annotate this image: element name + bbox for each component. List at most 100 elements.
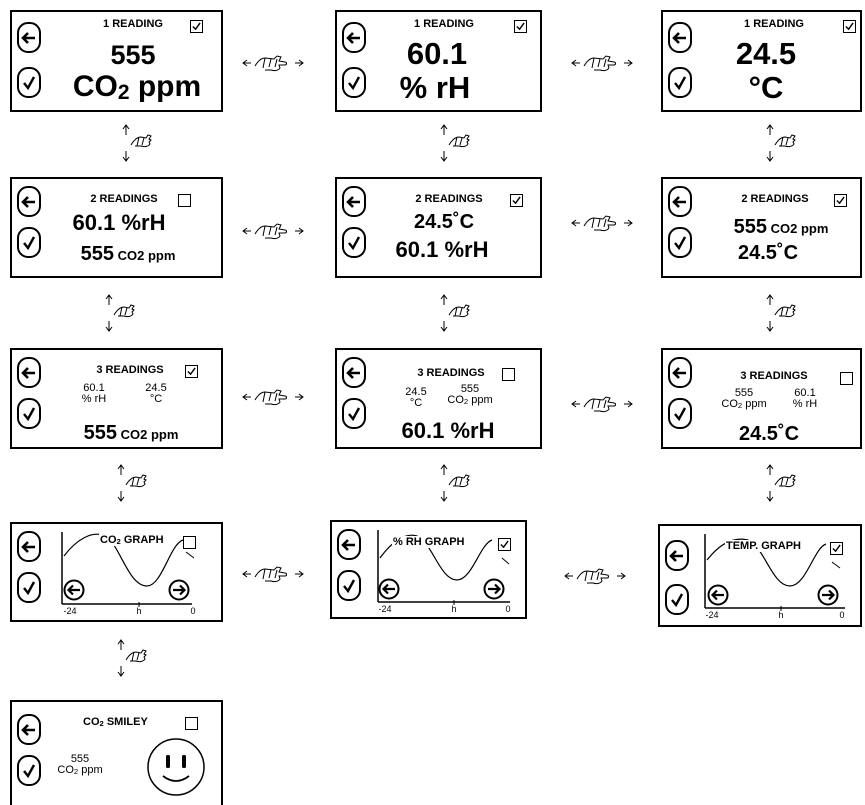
graph-x-start: -24 — [378, 604, 392, 614]
confirm-button[interactable] — [342, 227, 366, 258]
select-checkbox[interactable] — [185, 717, 198, 730]
graph-x-start: -24 — [705, 610, 719, 620]
confirm-button[interactable] — [17, 227, 41, 258]
reading-value: 555 — [80, 243, 114, 265]
confirm-button[interactable] — [17, 67, 41, 98]
small-unit: °C — [409, 397, 423, 410]
back-button[interactable] — [342, 186, 366, 217]
select-checkbox[interactable] — [502, 368, 515, 381]
graph-title: % RH GRAPH — [392, 536, 466, 548]
select-checkbox[interactable] — [498, 538, 511, 551]
unit-subscript: 2 — [117, 81, 130, 105]
hand-pointer-icon — [105, 294, 135, 332]
screen-temp-1-reading: 1 READING 24.5 °C — [661, 10, 862, 112]
graph-x-end: 0 — [505, 604, 511, 614]
back-button[interactable] — [337, 529, 361, 560]
checkmark-icon — [674, 75, 687, 90]
confirm-button[interactable] — [17, 398, 41, 429]
reading-unit: %rH — [438, 237, 489, 262]
circle-arrow-right-icon[interactable] — [817, 584, 839, 606]
circle-arrow-left-icon[interactable] — [378, 578, 400, 600]
screen-co2-1-reading: 1 READING 555 CO2 ppm — [10, 10, 223, 112]
graph-x-mid: h — [136, 606, 142, 616]
back-button[interactable] — [17, 357, 41, 388]
select-checkbox[interactable] — [510, 194, 523, 207]
smiley-face-icon — [147, 738, 205, 796]
checkmark-icon — [671, 592, 684, 607]
select-checkbox[interactable] — [843, 20, 856, 33]
confirm-button[interactable] — [337, 570, 361, 601]
arrow-left-icon — [21, 31, 35, 44]
back-button[interactable] — [668, 22, 692, 53]
graph-x-end: 0 — [839, 610, 845, 620]
reading-unit: CO2 ppm — [766, 221, 829, 236]
circle-arrow-left-icon[interactable] — [63, 579, 85, 601]
reading-value: 24.5 — [737, 242, 777, 264]
graph-title: TEMP. GRAPH — [725, 540, 802, 552]
reading-value: 60.1 — [401, 418, 445, 443]
reading-line-1: 555 CO2 ppm — [734, 217, 829, 237]
checkmark-icon — [348, 75, 361, 90]
select-checkbox[interactable] — [840, 372, 853, 385]
check-mark-icon — [512, 196, 521, 205]
unit-subscript: 2 — [463, 397, 469, 407]
reading-line-1: 24.5˚C — [414, 212, 474, 232]
back-button[interactable] — [17, 714, 41, 745]
check-mark-icon — [187, 367, 196, 376]
reading-unit: ˚C — [452, 211, 475, 233]
confirm-button[interactable] — [665, 584, 689, 615]
circle-arrow-left-icon[interactable] — [707, 584, 729, 606]
hand-pointer-icon — [117, 639, 147, 677]
checkmark-icon — [23, 580, 36, 595]
back-button[interactable] — [17, 186, 41, 217]
select-checkbox[interactable] — [190, 20, 203, 33]
select-checkbox[interactable] — [834, 194, 847, 207]
circle-arrow-right-icon[interactable] — [483, 578, 505, 600]
confirm-button[interactable] — [668, 67, 692, 98]
select-checkbox[interactable] — [178, 194, 191, 207]
checkmark-icon — [23, 406, 36, 421]
arrow-left-icon — [21, 723, 35, 736]
select-checkbox[interactable] — [514, 20, 527, 33]
confirm-button[interactable] — [668, 398, 692, 429]
back-button[interactable] — [342, 357, 366, 388]
screen-2-readings-temp: 2 READINGS 24.5˚C 60.1 %rH — [335, 177, 542, 278]
back-button[interactable] — [668, 357, 692, 388]
checkmark-icon — [343, 578, 356, 593]
hand-pointer-icon — [766, 124, 796, 162]
small-value: 24.5 — [145, 382, 167, 394]
back-button[interactable] — [17, 531, 41, 562]
graph-x-start: -24 — [63, 606, 77, 616]
circle-arrow-right-icon[interactable] — [168, 579, 190, 601]
arrow-left-icon — [346, 366, 360, 379]
arrow-left-icon — [672, 366, 686, 379]
confirm-button[interactable] — [17, 572, 41, 603]
small-reading-1: 60.1% rH — [82, 382, 106, 405]
confirm-button[interactable] — [668, 227, 692, 258]
reading-value: 24.5 — [413, 211, 453, 233]
confirm-button[interactable] — [17, 755, 41, 786]
confirm-button[interactable] — [342, 398, 366, 429]
check-mark-icon — [516, 22, 525, 31]
select-checkbox[interactable] — [185, 365, 198, 378]
back-button[interactable] — [665, 540, 689, 571]
confirm-button[interactable] — [342, 67, 366, 98]
select-checkbox[interactable] — [183, 536, 196, 549]
graph-curve-tail — [501, 557, 510, 565]
back-button[interactable] — [668, 186, 692, 217]
select-checkbox[interactable] — [830, 542, 843, 555]
arrow-left-icon — [346, 31, 360, 44]
hand-pointer-icon — [242, 55, 304, 72]
arrow-left-icon — [346, 195, 360, 208]
hand-pointer-icon — [766, 294, 796, 332]
small-value: 555 — [734, 387, 754, 399]
screen-3-readings-co2: 3 READINGS 60.1% rH 24.5°C 555 CO2 ppm — [10, 348, 223, 449]
screen-rh-1-reading: 1 READING 60.1 % rH — [335, 10, 542, 112]
hand-pointer-icon — [242, 223, 304, 240]
checkmark-icon — [23, 75, 36, 90]
title-subscript: 2 — [99, 719, 104, 729]
back-button[interactable] — [17, 22, 41, 53]
back-button[interactable] — [342, 22, 366, 53]
reading-value: 60.1 — [395, 237, 439, 262]
